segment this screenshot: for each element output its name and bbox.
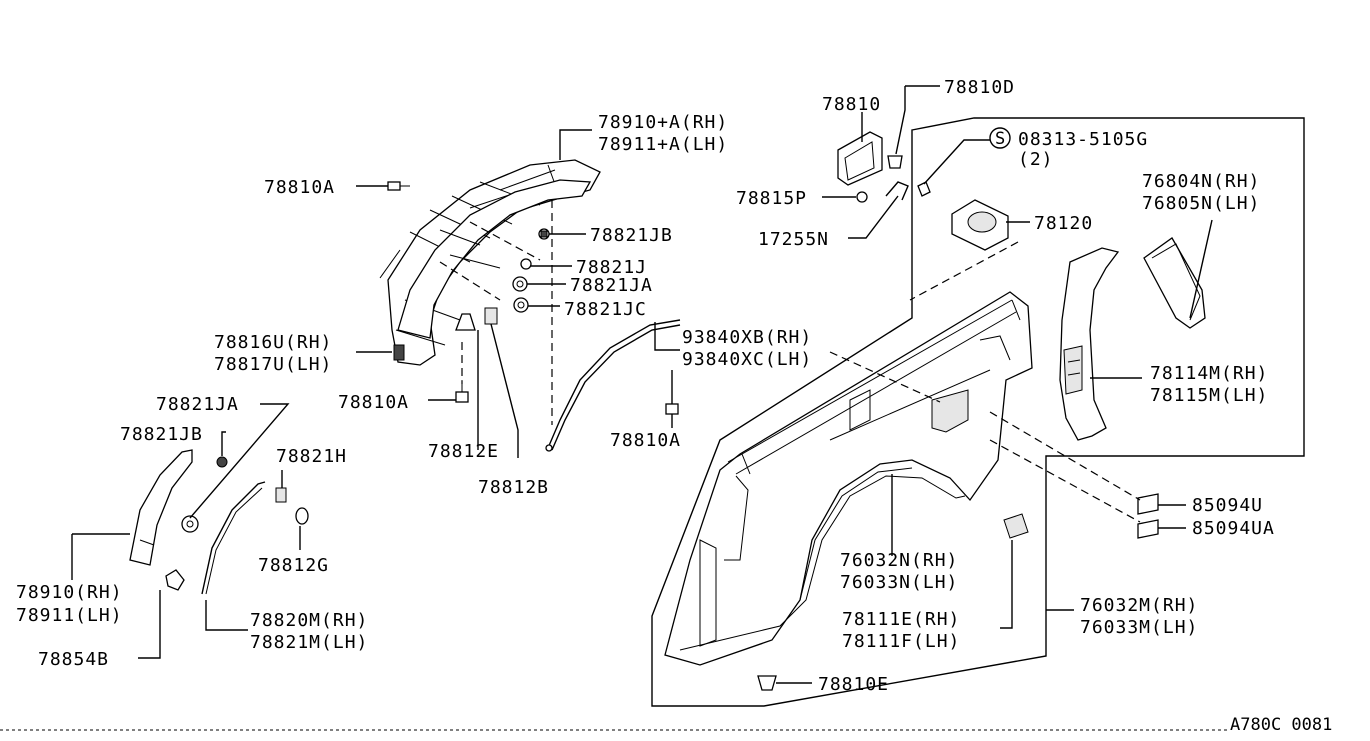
label-78821JA-top: 78821JA [570,275,653,296]
label-78810D: 78810D [944,77,1015,98]
label-78812E: 78812E [428,441,499,462]
label-78816U-rh: 78816U(RH) [214,332,332,353]
reference-code: A780C 0081 [1230,715,1332,735]
label-93840XB-rh: 93840XB(RH) [682,327,812,348]
clip-78812B [484,307,498,325]
label-78817U-lh: 78817U(LH) [214,354,332,375]
clip-78821JA-left [181,515,199,533]
label-78810: 78810 [822,94,881,115]
label-78821M-lh: 78821M(LH) [250,632,368,653]
spacer-85094UA [1137,519,1159,539]
label-78111E-rh: 78111E(RH) [842,609,960,630]
label-78821JA-left: 78821JA [156,394,239,415]
label-76804N-rh: 76804N(RH) [1142,171,1260,192]
label-08313-qty: (2) [1018,149,1054,170]
label-76033N-lh: 76033N(LH) [840,572,958,593]
screw-08313 [917,181,931,197]
pillar-trim-76804N [1143,237,1206,329]
filler-box-78120 [951,199,1009,251]
spring-17255N [885,181,909,201]
label-78821J: 78821J [576,257,647,278]
label-78821JB-top: 78821JB [590,225,673,246]
label-78810A-right: 78810A [610,430,681,451]
label-78111F-lh: 78111F(LH) [842,631,960,652]
label-76033M-lh: 76033M(LH) [1080,617,1198,638]
label-78810A-mid: 78810A [338,392,409,413]
label-78821H: 78821H [276,446,347,467]
label-78815P: 78815P [736,188,807,209]
clip-78821H [275,487,287,503]
clip-78821JC [513,297,529,313]
label-76805N-lh: 76805N(LH) [1142,193,1260,214]
label-78115M-lh: 78115M(LH) [1150,385,1268,406]
label-78114M-rh: 78114M(RH) [1150,363,1268,384]
pad-78812G [295,507,309,525]
clip-78810E [757,675,777,691]
bumper-78810D [887,155,903,169]
label-78821JC: 78821JC [564,299,647,320]
label-78120: 78120 [1034,213,1093,234]
clip-78821JB-top [538,228,550,240]
label-78911A-lh: 78911+A(LH) [598,134,728,155]
label-17255N: 17255N [758,229,829,250]
label-85094U: 85094U [1192,495,1263,516]
bolt-78810A-top [387,181,410,191]
fuel-lid-78810 [837,131,883,186]
pushpin-78812E [455,313,476,331]
label-78854B: 78854B [38,649,109,670]
label-screw-symbol: S [995,129,1005,149]
part-labels: 78910+A(RH) 78911+A(LH) 78810A 78821JB 7… [16,77,1332,735]
arch-finisher-78910 [129,449,193,566]
label-78820M-rh: 78820M(RH) [250,610,368,631]
label-78810E: 78810E [818,674,889,695]
label-76032N-rh: 76032N(RH) [840,550,958,571]
clip-78821J [520,258,532,270]
label-78821JB-left: 78821JB [120,424,203,445]
arch-trim-78820M [201,481,266,595]
label-78810A-top: 78810A [264,177,335,198]
clip-78854B [165,569,185,591]
clip-78821JA-top [512,276,528,292]
grommet-78815P [856,191,868,203]
label-93840XC-lh: 93840XC(LH) [682,349,812,370]
screw-symbol-circle [989,127,1011,149]
pillar-78114M [1059,247,1120,441]
label-78911-lh: 78911(LH) [16,605,123,626]
bolt-78810A-right [665,403,679,415]
clip-78821JB-left [216,456,228,468]
wheel-arch-molding-78910A [397,179,592,339]
label-78910-rh: 78910(RH) [16,582,123,603]
clip-78111E [1003,513,1029,539]
label-08313-5105G: 08313-5105G [1018,129,1148,150]
label-76032M-rh: 76032M(RH) [1080,595,1198,616]
arch-panel-76032N [799,467,913,601]
label-78812G: 78812G [258,555,329,576]
label-78910A-rh: 78910+A(RH) [598,112,728,133]
label-78812B: 78812B [478,477,549,498]
spacer-85094U [1137,493,1159,515]
label-85094UA: 85094UA [1192,518,1275,539]
